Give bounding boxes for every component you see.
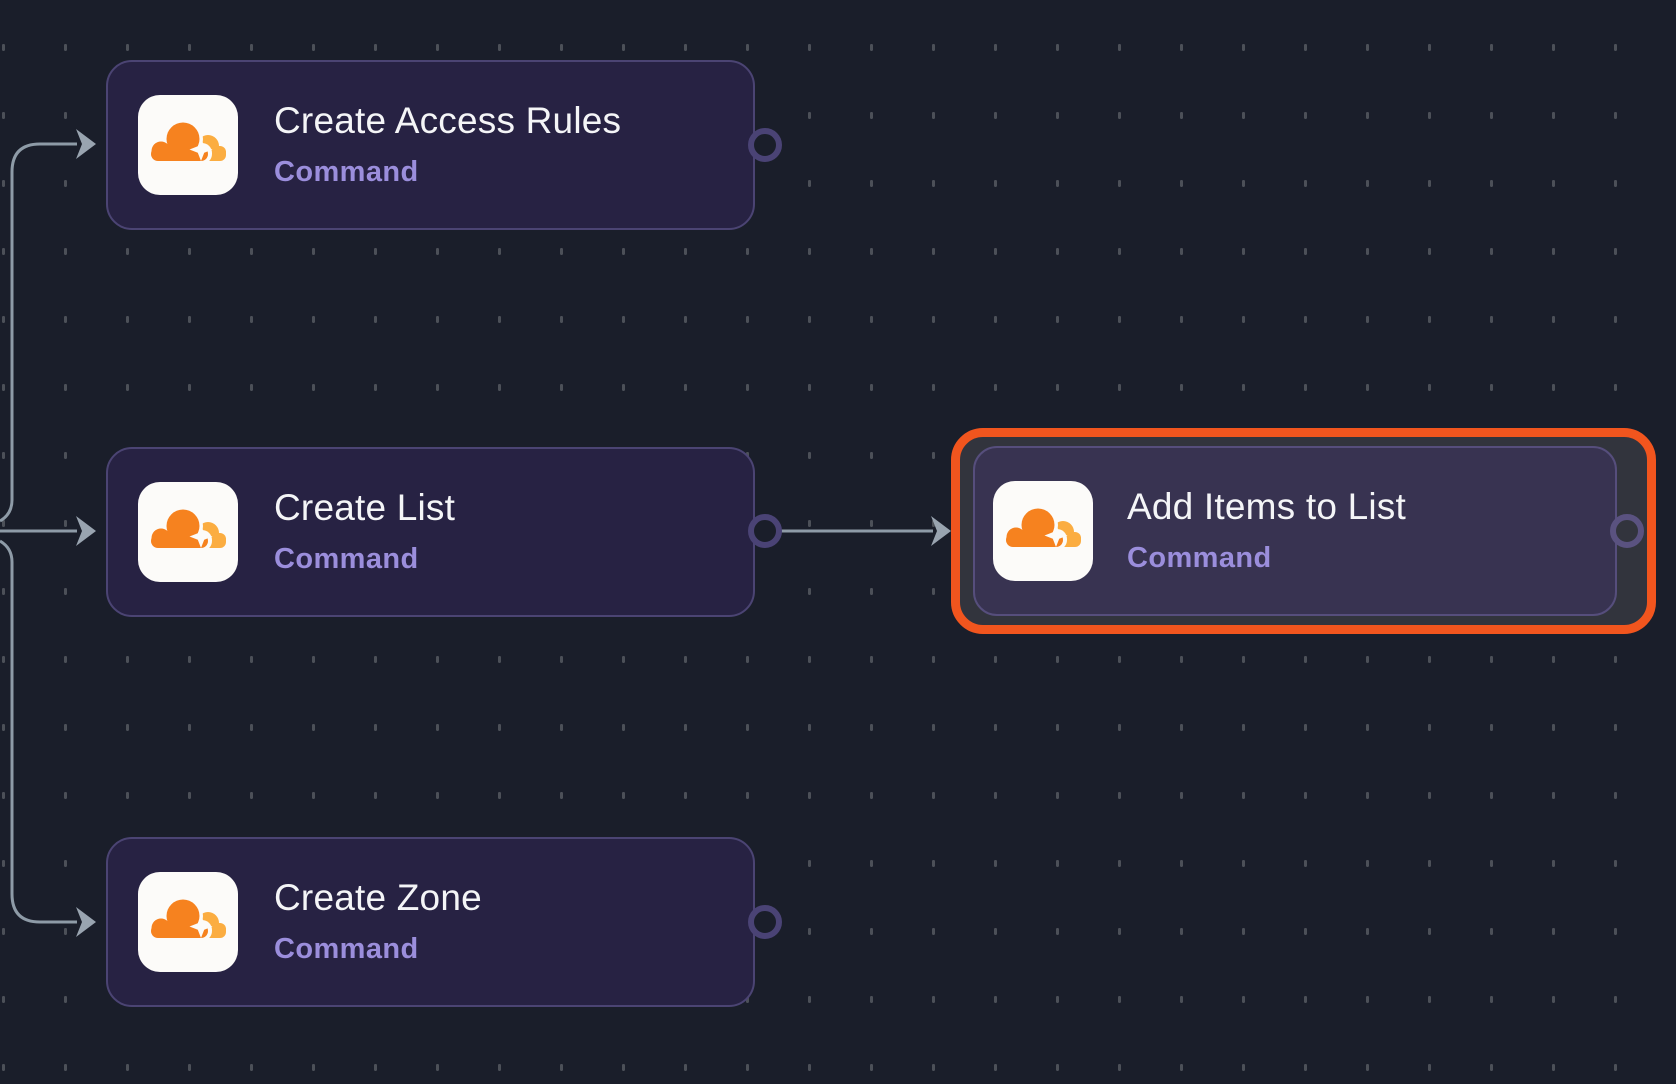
cloudflare-logo-icon: [138, 872, 238, 972]
node-title: Create Access Rules: [274, 99, 622, 141]
output-port-create-zone[interactable]: [748, 905, 782, 939]
arrowhead-icon: [76, 516, 96, 546]
arrowhead-icon: [931, 516, 951, 546]
node-subtitle: Command: [274, 155, 419, 188]
edge-to-create-access-rules[interactable]: [0, 142, 77, 523]
node-subtitle: Command: [274, 932, 419, 965]
node-add-items-to-list[interactable]: Add Items to List Command: [973, 446, 1617, 616]
node-text-block: Create List Command: [274, 486, 456, 576]
node-text-block: Add Items to List Command: [1127, 485, 1406, 575]
node-title: Create List: [274, 486, 456, 528]
node-title: Add Items to List: [1127, 485, 1406, 527]
output-port-create-access-rules[interactable]: [748, 128, 782, 162]
node-text-block: Create Access Rules Command: [274, 99, 622, 189]
node-create-access-rules[interactable]: Create Access Rules Command: [106, 60, 755, 230]
output-port-add-items-to-list[interactable]: [1610, 514, 1644, 548]
cloudflare-logo-icon: [138, 95, 238, 195]
node-subtitle: Command: [274, 542, 419, 575]
node-text-block: Create Zone Command: [274, 876, 482, 966]
arrowhead-icon: [76, 129, 96, 159]
arrowhead-icon: [76, 907, 96, 937]
node-create-list[interactable]: Create List Command: [106, 447, 755, 617]
cloudflare-logo-icon: [138, 482, 238, 582]
cloudflare-logo-icon: [993, 481, 1093, 581]
node-create-zone[interactable]: Create Zone Command: [106, 837, 755, 1007]
output-port-create-list[interactable]: [748, 514, 782, 548]
node-title: Create Zone: [274, 876, 482, 918]
node-subtitle: Command: [1127, 541, 1272, 574]
edge-to-create-zone[interactable]: [0, 539, 77, 924]
